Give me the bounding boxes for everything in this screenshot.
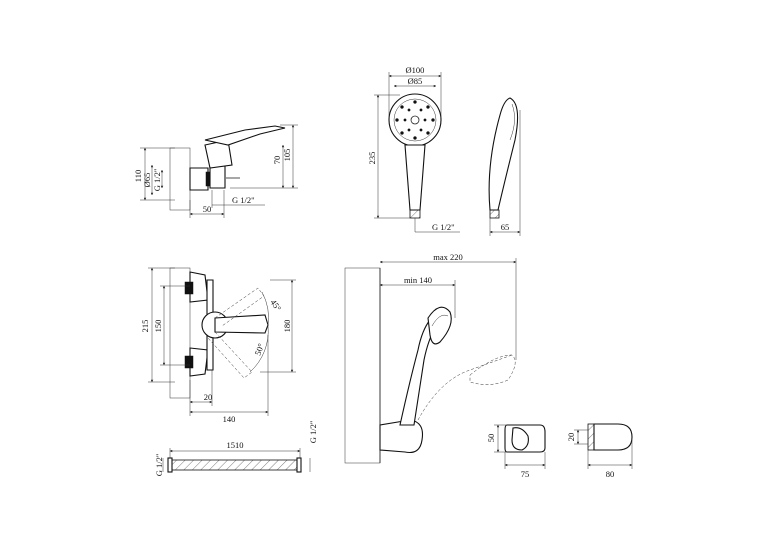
arc-45 xyxy=(261,291,269,327)
tilted-head-ghost xyxy=(469,354,516,385)
dim-150-label: 150 xyxy=(153,320,163,333)
lever-ghost-45 xyxy=(214,287,265,327)
dim-20-label: 20 xyxy=(204,392,213,402)
shower-head-side: 65 xyxy=(488,97,521,236)
hose-length-label: 1510 xyxy=(227,440,244,450)
head-side-thread xyxy=(489,209,500,219)
dim-65-label: 65 xyxy=(501,222,510,232)
eccentric-connector xyxy=(189,167,209,191)
dim-50-label: 50 xyxy=(203,204,212,214)
hose-right-thread-label: G 1/2" xyxy=(308,421,318,444)
holder-side-body xyxy=(593,423,633,451)
mixer-body xyxy=(209,164,226,189)
dim-140-label: 140 xyxy=(223,414,236,424)
dim-105-label: 105 xyxy=(282,149,292,162)
holder-wall-plate xyxy=(587,423,595,451)
dim-235-label: 235 xyxy=(367,152,377,165)
dim-d85-label: Ø85 xyxy=(408,76,423,86)
head-thread xyxy=(409,209,421,219)
head-side-profile xyxy=(488,97,519,211)
dim-80-label: 80 xyxy=(606,469,615,479)
angle-45-label: 45° xyxy=(268,297,283,312)
dim-110-label: 110 xyxy=(133,170,143,182)
dim-70-label: 70 xyxy=(272,156,282,165)
faucet-side-view: 110 Ø65 G 1/2" 70 105 50 G 1/2" xyxy=(133,124,298,218)
spray-nozzles xyxy=(395,100,435,140)
lever-ghost-50 xyxy=(207,331,253,379)
dim-g12-head-label: G 1/2" xyxy=(432,222,455,232)
shower-head-front: Ø100 Ø85 235 G 1/2" xyxy=(367,65,460,233)
dim-180-label: 180 xyxy=(282,320,292,333)
tilted-handle-ghost xyxy=(417,354,513,421)
dim-d65-label: Ø65 xyxy=(142,173,152,188)
wall-installation-view: max 220 min 140 xyxy=(344,252,517,464)
dim-d100-label: Ø100 xyxy=(406,65,425,75)
hose-body xyxy=(171,459,298,471)
holder-side-view: 20 80 xyxy=(566,423,633,479)
wall-hatch xyxy=(169,147,191,211)
hose-left-end xyxy=(167,457,173,473)
dim-min140-label: min 140 xyxy=(404,275,432,285)
upper-nut xyxy=(184,281,194,295)
head-face-line xyxy=(431,314,449,327)
wall-section xyxy=(344,267,381,464)
dim-g12-vertical-label: G 1/2" xyxy=(152,169,162,192)
dim-max220-label: max 220 xyxy=(433,252,463,262)
hose-right-end xyxy=(296,457,302,473)
head-handle xyxy=(404,144,426,211)
holder-front-view: 50 75 xyxy=(486,424,546,479)
angle-50-label: 50° xyxy=(252,342,265,357)
holder-cup xyxy=(511,427,529,451)
wall-holder xyxy=(379,419,424,454)
wall-hatch-top xyxy=(169,267,191,399)
shower-head-installed xyxy=(427,306,452,345)
lever-top xyxy=(214,314,269,334)
dim-20-holder-label: 20 xyxy=(566,433,576,442)
head-side-face xyxy=(509,103,515,141)
head-center xyxy=(410,115,420,125)
arc-50 xyxy=(249,325,269,373)
lever xyxy=(204,125,286,146)
shower-handle-installed xyxy=(399,319,437,426)
faucet-top-view: 215 150 180 45° 50° 20 140 xyxy=(140,267,296,424)
lower-nut xyxy=(184,355,194,369)
head-inner-ring xyxy=(393,98,437,142)
dim-g12-horizontal-label: G 1/2" xyxy=(232,195,255,205)
hose-left-thread-label: G 1/2" xyxy=(154,454,164,477)
dim-50-holder-label: 50 xyxy=(486,434,496,443)
dim-215-label: 215 xyxy=(140,320,150,333)
shower-hose: 1510 G 1/2" G 1/2" xyxy=(154,421,318,477)
dim-75-label: 75 xyxy=(521,469,530,479)
